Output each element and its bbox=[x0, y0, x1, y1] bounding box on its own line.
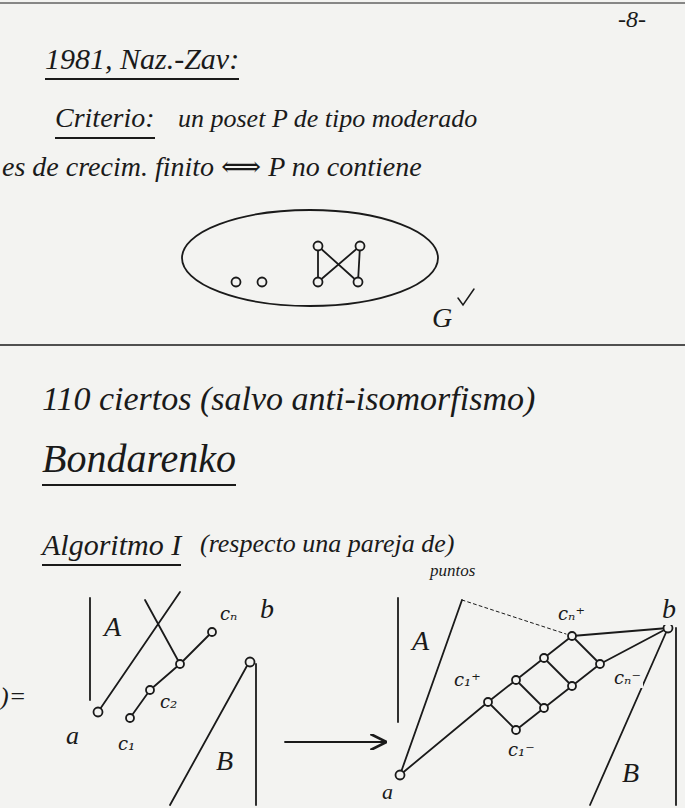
point-label: cₙ bbox=[218, 604, 239, 624]
ellipse-outline bbox=[180, 208, 440, 308]
point-label: c₁⁻ bbox=[506, 740, 537, 760]
region-label: A bbox=[410, 626, 431, 657]
note-text: un poset P de tipo moderado bbox=[178, 105, 477, 137]
point-label: cₙ⁺ bbox=[556, 604, 587, 624]
check-mark bbox=[458, 289, 474, 305]
region-label: B bbox=[620, 758, 641, 789]
point-label: a bbox=[380, 780, 395, 804]
point-label: c₁ bbox=[116, 734, 137, 754]
poset-figure bbox=[232, 242, 365, 287]
region-label: A bbox=[102, 612, 123, 643]
note-text: es de crecim. finito ⟺ P no contiene bbox=[2, 152, 422, 186]
point-label: a bbox=[64, 722, 81, 751]
point-label: cₙ⁻ bbox=[612, 668, 643, 688]
author-heading: Bondarenko bbox=[42, 437, 236, 486]
left-poset-figure bbox=[90, 592, 256, 805]
figure-label: G bbox=[432, 303, 452, 334]
fragment-text: )= bbox=[0, 683, 26, 715]
region-label: B bbox=[214, 746, 235, 777]
point-label: b bbox=[660, 594, 678, 625]
note-text: puntos bbox=[430, 562, 475, 584]
point-label: c₂ bbox=[158, 692, 179, 712]
page-edge bbox=[0, 3, 685, 4]
criterion-heading: Criterio: bbox=[55, 103, 155, 139]
page-number: -8- bbox=[618, 6, 646, 35]
algorithm-heading: Algoritmo I bbox=[42, 528, 181, 566]
transform-arrow bbox=[285, 741, 385, 743]
separator-line bbox=[0, 344, 685, 345]
note-text: (respecto una pareja de) bbox=[200, 530, 454, 562]
ellipse-outline bbox=[182, 210, 438, 306]
note-text: 110 ciertos (salvo anti-isomorfismo) bbox=[42, 380, 535, 420]
right-poset-figure bbox=[396, 598, 677, 805]
reference-heading: 1981, Naz.-Zav: bbox=[45, 42, 239, 80]
point-label: b bbox=[258, 594, 276, 625]
point-label: c₁⁺ bbox=[452, 670, 483, 690]
poset-ellipse: G bbox=[180, 208, 440, 308]
